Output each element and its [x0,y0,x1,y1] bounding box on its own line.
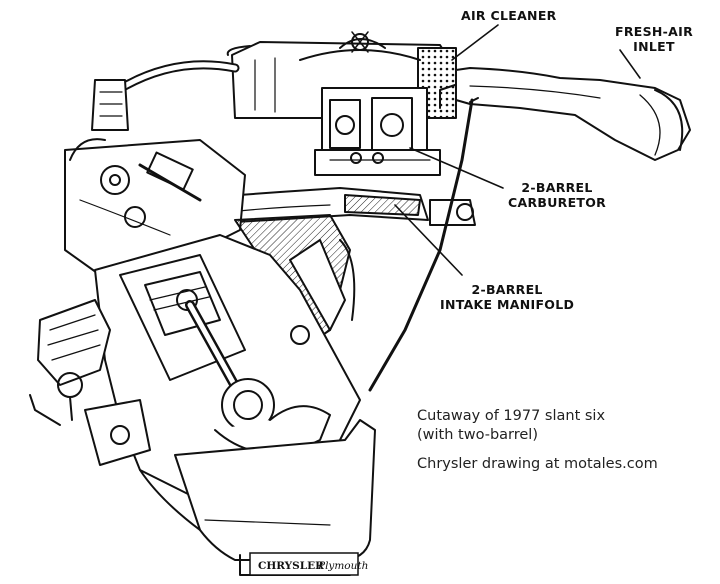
label-fresh-air-inlet: FRESH-AIR INLET [615,24,693,54]
fresh-air-inlet-duct [439,67,691,161]
label-intake-manifold-line1: 2-BARREL [471,282,543,297]
label-intake-manifold: 2-BARREL INTAKE MANIFOLD [440,282,574,312]
distributor [29,299,151,466]
logo-brand-chrysler: CHRYSLER [258,560,324,572]
caption-title: Cutaway of 1977 slant six [417,408,606,424]
engine-block [94,234,361,501]
dipstick-tube [368,97,479,392]
caption-subtitle: (with two-barrel) [417,427,538,443]
logo-brand-plymouth: Plymouth [317,560,368,572]
label-carburetor-line2: CARBURETOR [508,195,607,210]
callout-leaders [394,24,641,276]
label-fresh-air-line2: INLET [633,39,675,54]
vent-hose [91,60,240,131]
label-fresh-air-line1: FRESH-AIR [615,24,694,39]
label-intake-manifold-line2: INTAKE MANIFOLD [440,297,575,312]
label-air-cleaner: AIR CLEANER [461,8,557,23]
caption-credit: Chrysler drawing at motales.com [417,456,658,472]
label-carburetor: 2-BARREL CARBURETOR [508,180,606,210]
chrysler-plymouth-logo: CHRYSLER Plymouth [249,552,368,576]
carburetor [314,87,441,176]
label-carburetor-line1: 2-BARREL [521,180,593,195]
